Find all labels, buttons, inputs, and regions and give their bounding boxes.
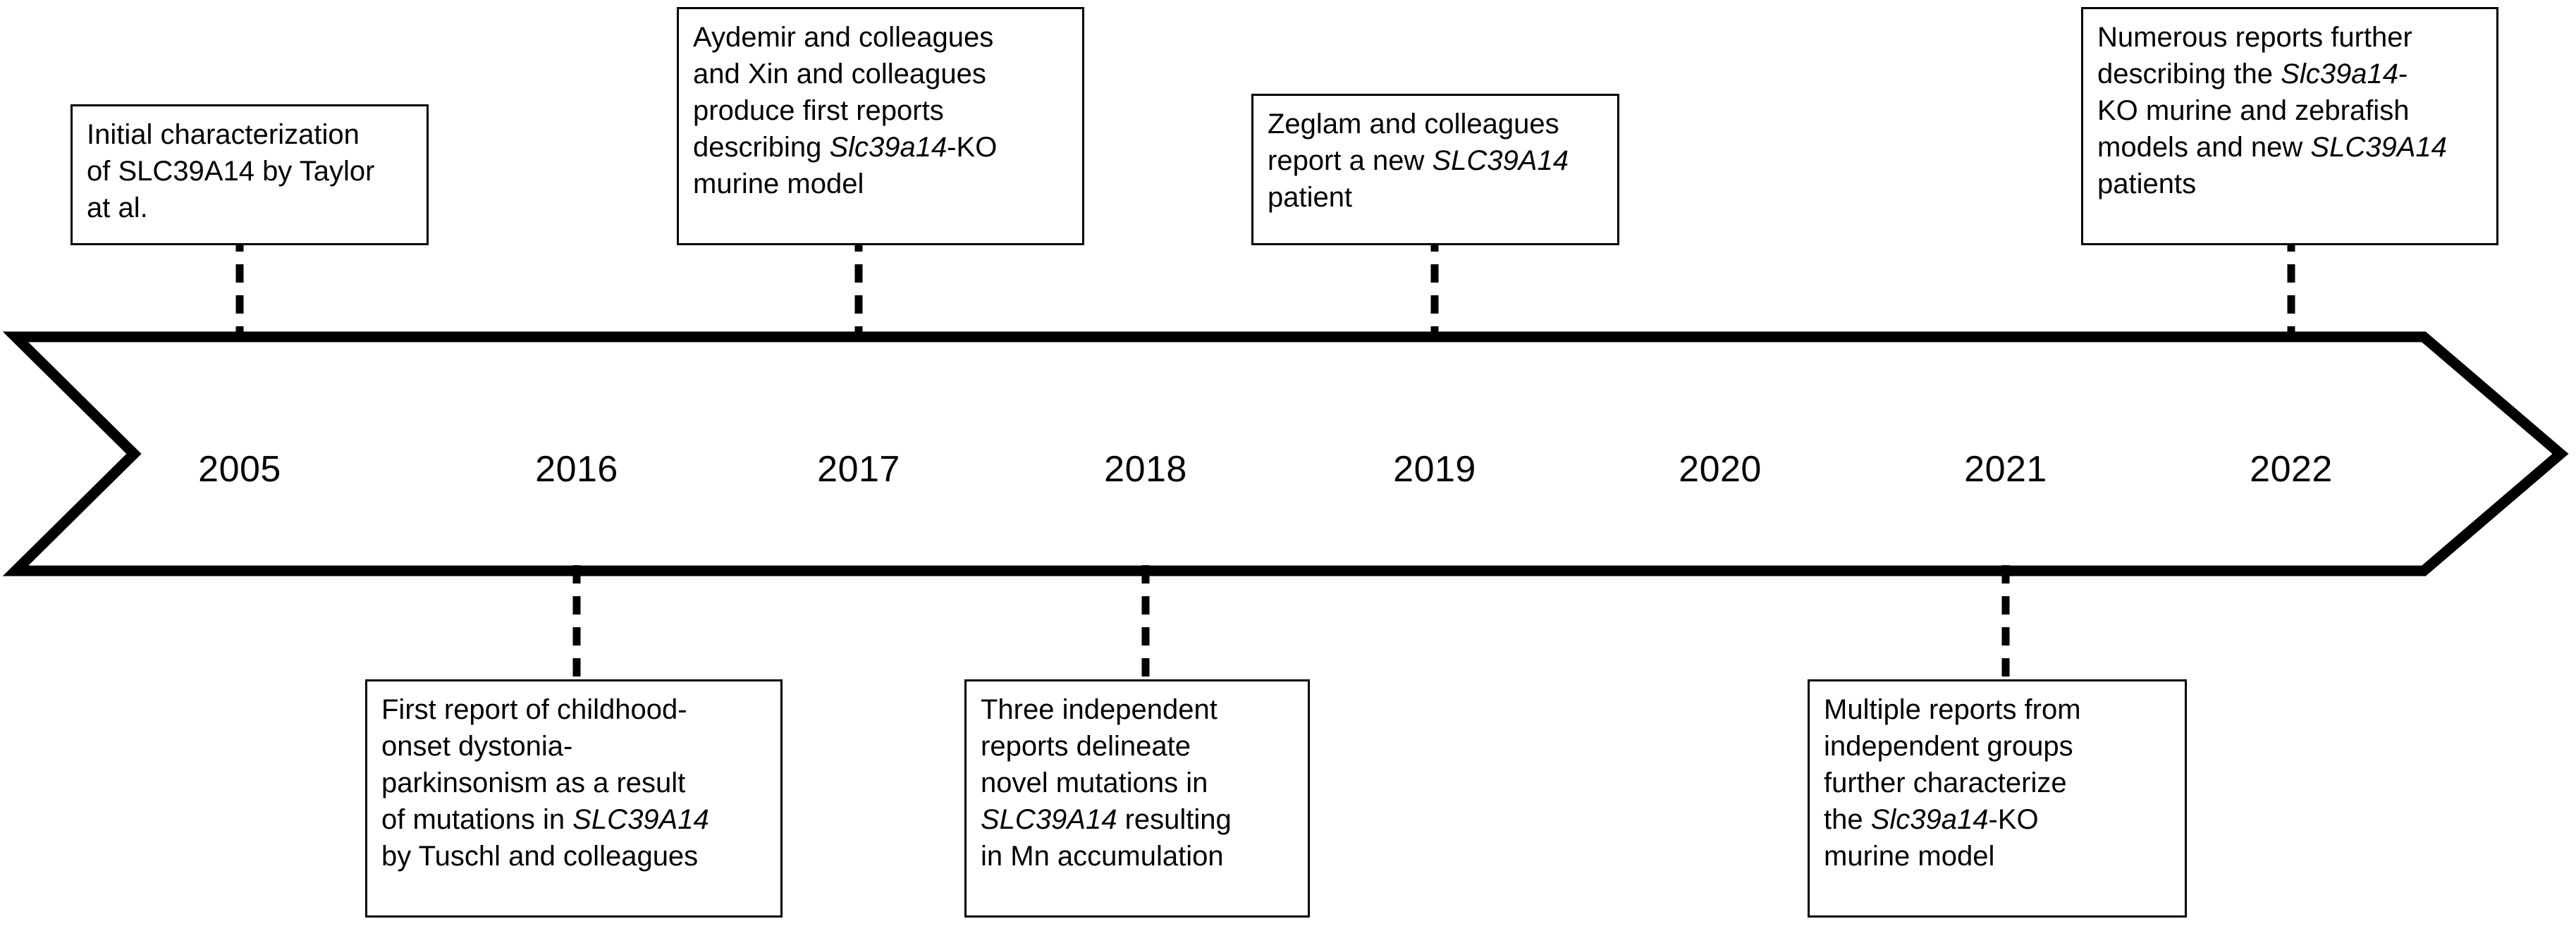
callout-line: further characterize [1824, 765, 2172, 801]
callout-line: independent groups [1824, 728, 2172, 765]
callout-line: of SLC39A14 by Taylor [87, 153, 414, 190]
text-run: of SLC39A14 by Taylor [87, 156, 375, 187]
text-run: produce first reports [693, 95, 944, 126]
gene-name: Slc39a14 [829, 132, 947, 163]
callout-line: describing the Slc39a14- [2097, 56, 2484, 92]
callout-line: models and new SLC39A14 [2097, 129, 2484, 166]
gene-name: SLC39A14 [1432, 145, 1569, 176]
text-run: First report of childhood- [381, 694, 687, 725]
text-run: at al. [87, 192, 148, 223]
event-callout-2016[interactable]: First report of childhood-onset dystonia… [365, 679, 783, 918]
year-label-2022: 2022 [2250, 449, 2333, 490]
callout-line: patients [2097, 166, 2484, 202]
callout-line: produce first reports [693, 92, 1069, 129]
callout-line: the Slc39a14-KO [1824, 801, 2172, 838]
event-callout-2018[interactable]: Three independent reports delineate novel … [964, 679, 1310, 918]
text-run: models and new [2097, 132, 2311, 163]
gene-name: SLC39A14 [2310, 132, 2447, 163]
connector-2021-below [2001, 565, 2010, 722]
text-run: murine model [1824, 841, 1995, 872]
text-run: onset dystonia- [381, 731, 573, 762]
callout-line: Numerous reports further [2097, 19, 2484, 56]
callout-line: Zeglam and colleagues [1268, 106, 1605, 142]
callout-line: KO murine and zebrafish [2097, 92, 2484, 129]
text-run: - [2398, 58, 2408, 89]
text-run: KO murine and zebrafish [2097, 95, 2410, 126]
text-run: describing [693, 132, 830, 163]
text-run: Zeglam and colleagues [1268, 109, 1559, 140]
text-run: -KO [947, 132, 998, 163]
callout-line: at al. [87, 190, 414, 226]
year-label-2017: 2017 [817, 449, 900, 490]
callout-line: SLC39A14 resulting [981, 801, 1295, 838]
event-callout-2017[interactable]: Aydemir and colleagues and Xin and collea… [677, 7, 1084, 245]
callout-line: report a new SLC39A14 [1268, 142, 1605, 179]
callout-line: Initial characterization [87, 116, 414, 153]
gene-name: Slc39a14 [2281, 58, 2398, 89]
year-label-2020: 2020 [1679, 449, 1762, 490]
text-run: Numerous reports further [2097, 22, 2412, 53]
text-run: novel mutations in [981, 767, 1208, 798]
year-label-2019: 2019 [1393, 449, 1476, 490]
gene-name: SLC39A14 [572, 804, 709, 835]
text-run: parkinsonism as a result [381, 767, 686, 798]
text-run: the [1824, 804, 1871, 835]
text-run: independent groups [1824, 731, 2073, 762]
text-run: describing the [2097, 58, 2281, 89]
callout-line: Multiple reports from [1824, 691, 2172, 728]
text-run: further characterize [1824, 767, 2067, 798]
year-label-2016: 2016 [535, 449, 618, 490]
text-run: murine model [693, 168, 864, 199]
text-run: in Mn accumulation [981, 841, 1224, 872]
gene-name: Slc39a14 [1870, 804, 1989, 835]
text-run: and Xin and colleagues [693, 58, 986, 89]
text-run: Three independent [981, 694, 1218, 725]
callout-line: patient [1268, 179, 1605, 216]
callout-line: in Mn accumulation [981, 838, 1295, 875]
text-run: by Tuschl and colleagues [381, 841, 699, 872]
callout-line: Aydemir and colleagues [693, 19, 1069, 56]
year-label-2021: 2021 [1964, 449, 2047, 490]
callout-line: onset dystonia- [381, 728, 768, 765]
callout-line: Three independent [981, 691, 1295, 728]
callout-line: by Tuschl and colleagues [381, 838, 768, 875]
event-callout-2005[interactable]: Initial characterization of SLC39A14 by T… [70, 104, 429, 245]
callout-line: novel mutations in [981, 765, 1295, 801]
callout-line: reports delineate [981, 728, 1295, 765]
text-run: Multiple reports from [1824, 694, 2081, 725]
text-run: -KO [1988, 804, 2039, 835]
text-run: Aydemir and colleagues [693, 22, 994, 53]
text-run: resulting [1117, 804, 1232, 835]
year-label-2005: 2005 [198, 449, 281, 490]
callout-line: murine model [693, 166, 1069, 202]
callout-line: and Xin and colleagues [693, 56, 1069, 92]
callout-line: First report of childhood- [381, 691, 768, 728]
connector-2018-below [1141, 565, 1150, 722]
year-label-2018: 2018 [1104, 449, 1187, 490]
callout-line: of mutations in SLC39A14 [381, 801, 768, 838]
text-run: report a new [1268, 145, 1433, 176]
gene-name: SLC39A14 [981, 804, 1117, 835]
callout-line: describing Slc39a14-KO [693, 129, 1069, 166]
callout-line: parkinsonism as a result [381, 765, 768, 801]
text-run: of mutations in [381, 804, 573, 835]
arrow-shape [2, 331, 2569, 576]
callout-line: murine model [1824, 838, 2172, 875]
text-run: Initial characterization [87, 119, 360, 150]
text-run: reports delineate [981, 731, 1191, 762]
connector-2016-below [572, 565, 581, 722]
text-run: patients [2097, 168, 2197, 199]
text-run: patient [1268, 182, 1353, 213]
event-callout-2021[interactable]: Multiple reports from independent groups f… [1808, 679, 2187, 918]
